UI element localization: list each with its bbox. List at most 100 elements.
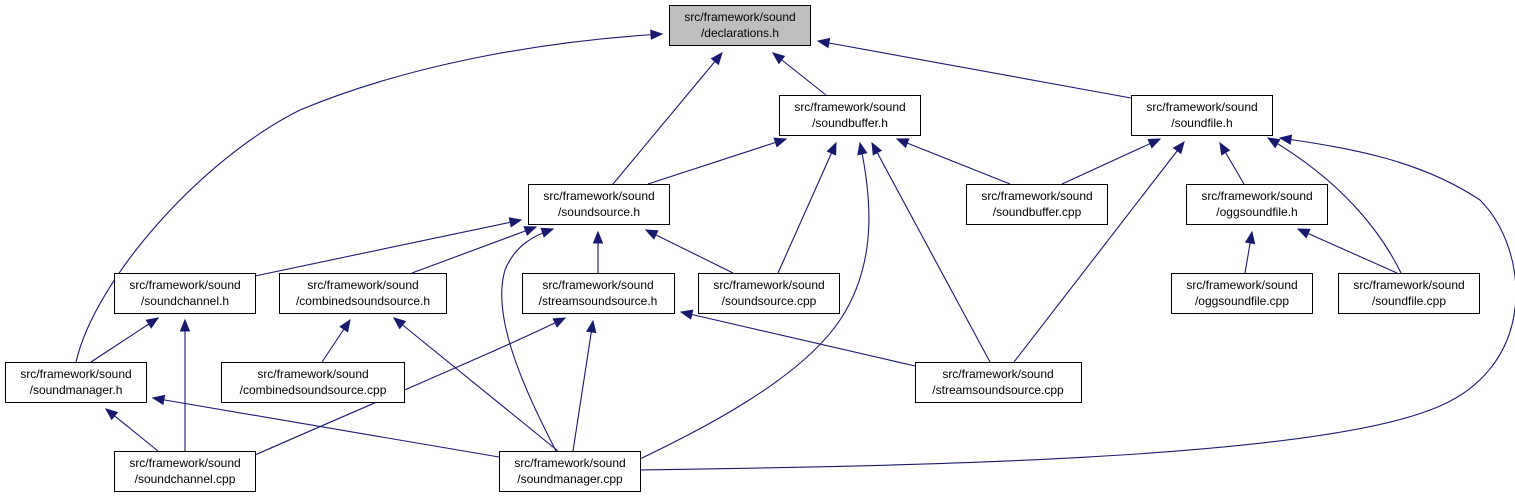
node-streamsoundsource-h-line2: /streamsoundsource.h [539, 294, 658, 308]
arrowhead-soundsource-cpp-to-soundsource-h [644, 229, 659, 240]
node-soundsource-cpp[interactable]: src/framework/sound /soundsource.cpp [698, 273, 840, 314]
node-soundbuffer-h[interactable]: src/framework/sound /soundbuffer.h [779, 95, 921, 136]
node-oggsoundfile-cpp[interactable]: src/framework/sound /oggsoundfile.cpp [1171, 273, 1313, 314]
node-soundmanager-h[interactable]: src/framework/sound /soundmanager.h [5, 362, 147, 403]
node-streamsoundsource-h-box [522, 273, 675, 314]
node-combinedsoundsource-h-box [279, 273, 447, 314]
node-soundmanager-cpp-line2: /soundmanager.cpp [517, 472, 623, 486]
edge-soundfile-h-to-declarations-h [817, 40, 1132, 99]
arrowhead-soundsource-h-to-soundbuffer-h [773, 137, 788, 148]
node-soundsource-h[interactable]: src/framework/sound /soundsource.h [528, 184, 670, 225]
edge-soundsource-cpp-to-soundbuffer-h [777, 142, 837, 274]
arrowhead-soundmanager-h-to-declarations-h [650, 29, 664, 40]
arrowhead-soundmanager-h-to-soundchannel-h [145, 317, 160, 329]
node-soundchannel-cpp-line1: src/framework/sound [129, 456, 240, 470]
node-combinedsoundsource-h[interactable]: src/framework/sound /combinedsoundsource… [279, 273, 447, 314]
node-declarations-h-box [669, 5, 811, 46]
arrowhead-soundfile-h-to-declarations-h [816, 37, 831, 49]
node-soundfile-h-box [1131, 95, 1273, 136]
node-oggsoundfile-cpp-box [1171, 273, 1313, 314]
node-soundchannel-cpp-box [114, 451, 256, 492]
node-soundchannel-cpp[interactable]: src/framework/sound /soundchannel.cpp [114, 451, 256, 492]
node-soundmanager-h-box [5, 362, 147, 403]
node-declarations-h[interactable]: src/framework/sound /declarations.h [669, 5, 811, 46]
node-streamsoundsource-cpp-box [915, 362, 1082, 403]
arrowhead-streamsoundsource-cpp-to-soundfile-h [1172, 140, 1185, 155]
node-oggsoundfile-h-box [1186, 184, 1328, 225]
node-soundmanager-cpp-line1: src/framework/sound [514, 456, 625, 470]
arrowhead-soundmanager-cpp-to-soundmanager-h [151, 394, 166, 406]
node-combinedsoundsource-cpp-box [221, 362, 405, 403]
node-oggsoundfile-h[interactable]: src/framework/sound /oggsoundfile.h [1186, 184, 1328, 225]
node-combinedsoundsource-h-line2: /combinedsoundsource.h [296, 294, 430, 308]
arrowhead-oggsoundfile-h-to-soundfile-h [1219, 141, 1231, 156]
node-soundbuffer-h-line2: /soundbuffer.h [812, 116, 888, 130]
edge-soundchannel-cpp-to-streamsoundsource-h [254, 317, 566, 456]
edge-soundmanager-cpp-to-soundfile-h [639, 137, 1515, 471]
node-soundsource-h-box [528, 184, 670, 225]
edge-soundchannel-h-to-soundsource-h [254, 219, 522, 277]
edge-soundbuffer-cpp-to-soundbuffer-h [896, 138, 1011, 185]
edge-soundsource-h-to-soundbuffer-h [647, 138, 787, 185]
node-oggsoundfile-cpp-line2: /oggsoundfile.cpp [1195, 294, 1289, 308]
edge-streamsoundsource-cpp-to-soundbuffer-h [871, 142, 991, 363]
arrowhead-soundbuffer-cpp-to-soundfile-h [1147, 138, 1162, 149]
arrowhead-soundchannel-cpp-to-streamsoundsource-h [552, 317, 567, 328]
edge-soundfile-cpp-to-soundfile-h [1267, 137, 1402, 274]
arrowhead-streamsoundsource-cpp-to-streamsoundsource-h [679, 309, 694, 320]
node-soundfile-cpp-line1: src/framework/sound [1353, 278, 1464, 292]
node-soundmanager-cpp[interactable]: src/framework/sound /soundmanager.cpp [499, 451, 641, 492]
node-combinedsoundsource-cpp[interactable]: src/framework/sound /combinedsoundsource… [221, 362, 405, 403]
edge-soundbuffer-cpp-to-soundfile-h [1061, 138, 1161, 185]
edge-soundmanager-cpp-to-soundbuffer-h [637, 142, 870, 461]
node-soundfile-cpp-box [1338, 273, 1480, 314]
node-soundmanager-h-line2: /soundmanager.h [30, 383, 123, 397]
node-soundsource-h-line2: /soundsource.h [558, 205, 640, 219]
node-streamsoundsource-h-line1: src/framework/sound [542, 278, 653, 292]
node-soundsource-cpp-line1: src/framework/sound [713, 278, 824, 292]
node-soundfile-cpp-line2: /soundfile.cpp [1372, 294, 1446, 308]
node-soundsource-cpp-line2: /soundsource.cpp [722, 294, 817, 308]
node-declarations-h-line2: /declarations.h [701, 26, 779, 40]
node-streamsoundsource-cpp-line2: /streamsoundsource.cpp [932, 383, 1064, 397]
node-soundbuffer-h-box [779, 95, 921, 136]
node-soundfile-h-line1: src/framework/sound [1146, 100, 1257, 114]
arrowhead-soundmanager-cpp-to-combinedsoundsource-h [392, 317, 407, 330]
node-soundbuffer-cpp[interactable]: src/framework/sound /soundbuffer.cpp [966, 184, 1108, 225]
node-oggsoundfile-h-line2: /oggsoundfile.h [1216, 205, 1297, 219]
arrowhead-soundbuffer-cpp-to-soundbuffer-h [895, 138, 910, 149]
node-soundbuffer-cpp-box [966, 184, 1108, 225]
node-streamsoundsource-h[interactable]: src/framework/sound /streamsoundsource.h [522, 273, 675, 314]
node-declarations-h-line1: src/framework/sound [684, 10, 795, 24]
arrowhead-soundsource-cpp-to-soundbuffer-h [826, 141, 837, 156]
node-soundfile-cpp[interactable]: src/framework/sound /soundfile.cpp [1338, 273, 1480, 314]
arrowhead-soundmanager-cpp-to-streamsoundsource-h [586, 319, 597, 334]
node-streamsoundsource-cpp[interactable]: src/framework/sound /streamsoundsource.c… [915, 362, 1082, 403]
node-streamsoundsource-cpp-line1: src/framework/sound [942, 367, 1053, 381]
node-soundchannel-h-box [114, 273, 256, 314]
arrowhead-streamsoundsource-h-to-soundsource-h [592, 230, 604, 244]
edge-streamsoundsource-cpp-to-soundfile-h [1013, 141, 1185, 363]
node-combinedsoundsource-h-line1: src/framework/sound [307, 278, 418, 292]
arrowhead-soundfile-cpp-to-oggsoundfile-h [1296, 228, 1311, 239]
arrowhead-soundmanager-cpp-to-soundbuffer-h [857, 141, 868, 156]
node-soundmanager-cpp-box [499, 451, 641, 492]
node-layer: src/framework/sound /declarations.h src/… [5, 5, 1480, 492]
arrowhead-combinedsoundsource-cpp-to-combinedsoundsource-h [339, 318, 351, 333]
arrowhead-soundmanager-cpp-to-soundfile-h [1278, 134, 1293, 145]
node-soundchannel-h[interactable]: src/framework/sound /soundchannel.h [114, 273, 256, 314]
arrowhead-soundfile-cpp-to-soundfile-h [1266, 137, 1281, 149]
arrowhead-soundsource-h-to-declarations-h [710, 51, 723, 66]
node-soundfile-h[interactable]: src/framework/sound /soundfile.h [1131, 95, 1273, 136]
edge-soundmanager-cpp-to-streamsoundsource-h [572, 320, 594, 452]
edge-soundmanager-cpp-to-soundmanager-h [152, 397, 500, 458]
edge-soundsource-cpp-to-soundsource-h [645, 229, 734, 274]
node-soundfile-h-line2: /soundfile.h [1171, 116, 1232, 130]
node-combinedsoundsource-cpp-line2: /combinedsoundsource.cpp [240, 383, 387, 397]
node-soundbuffer-cpp-line1: src/framework/sound [981, 189, 1092, 203]
arrowhead-streamsoundsource-cpp-to-soundbuffer-h [871, 141, 883, 156]
arrowhead-soundchannel-cpp-to-soundchannel-h [179, 318, 191, 332]
arrowhead-soundmanager-cpp-to-soundsource-h [540, 227, 555, 238]
node-soundbuffer-h-line1: src/framework/sound [794, 100, 905, 114]
